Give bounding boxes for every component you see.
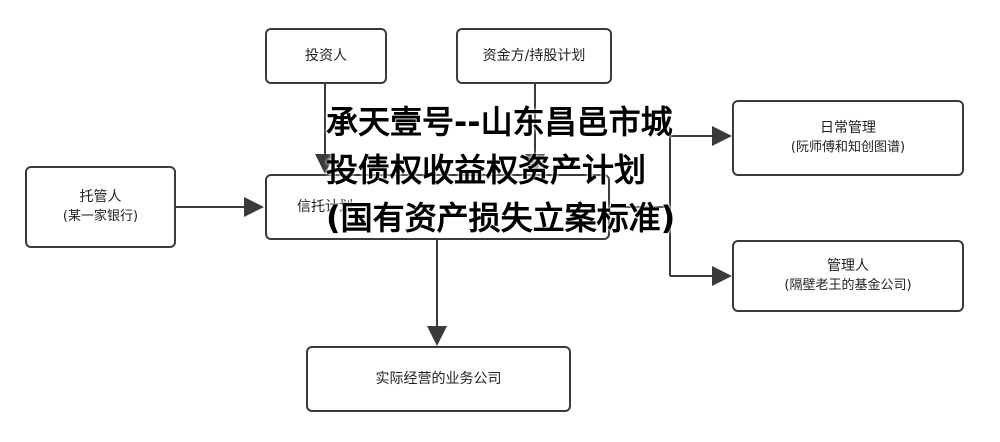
daily-mgmt-title: 日常管理	[820, 120, 876, 136]
overlay-title: 承天壹号--山东昌邑市城投债权收益权资产计划(国有资产损失立案标准)	[326, 103, 676, 237]
investor-box: 投资人	[265, 28, 387, 84]
trust-plan-label: 信托计划	[297, 199, 353, 215]
custodian-box: 托管人 (某一家银行)	[25, 166, 176, 248]
manager-sub: (隔壁老王的基金公司)	[784, 278, 912, 293]
business-company-box: 实际经营的业务公司	[306, 346, 571, 412]
trust-plan-box: 信托计划	[265, 174, 610, 240]
daily-mgmt-sub: (阮师傅和知创图谱)	[790, 140, 906, 155]
daily-mgmt-box: 日常管理 (阮师傅和知创图谱)	[732, 100, 964, 176]
business-company-label: 实际经营的业务公司	[375, 371, 502, 387]
custodian-title: 托管人	[79, 189, 122, 205]
manager-title: 管理人	[827, 258, 869, 274]
investor-label: 投资人	[305, 48, 347, 64]
custodian-sub: (某一家银行)	[62, 209, 139, 224]
manager-box: 管理人 (隔壁老王的基金公司)	[732, 240, 964, 312]
funder-label: 资金方/持股计划	[482, 48, 586, 64]
funder-box: 资金方/持股计划	[456, 28, 612, 84]
